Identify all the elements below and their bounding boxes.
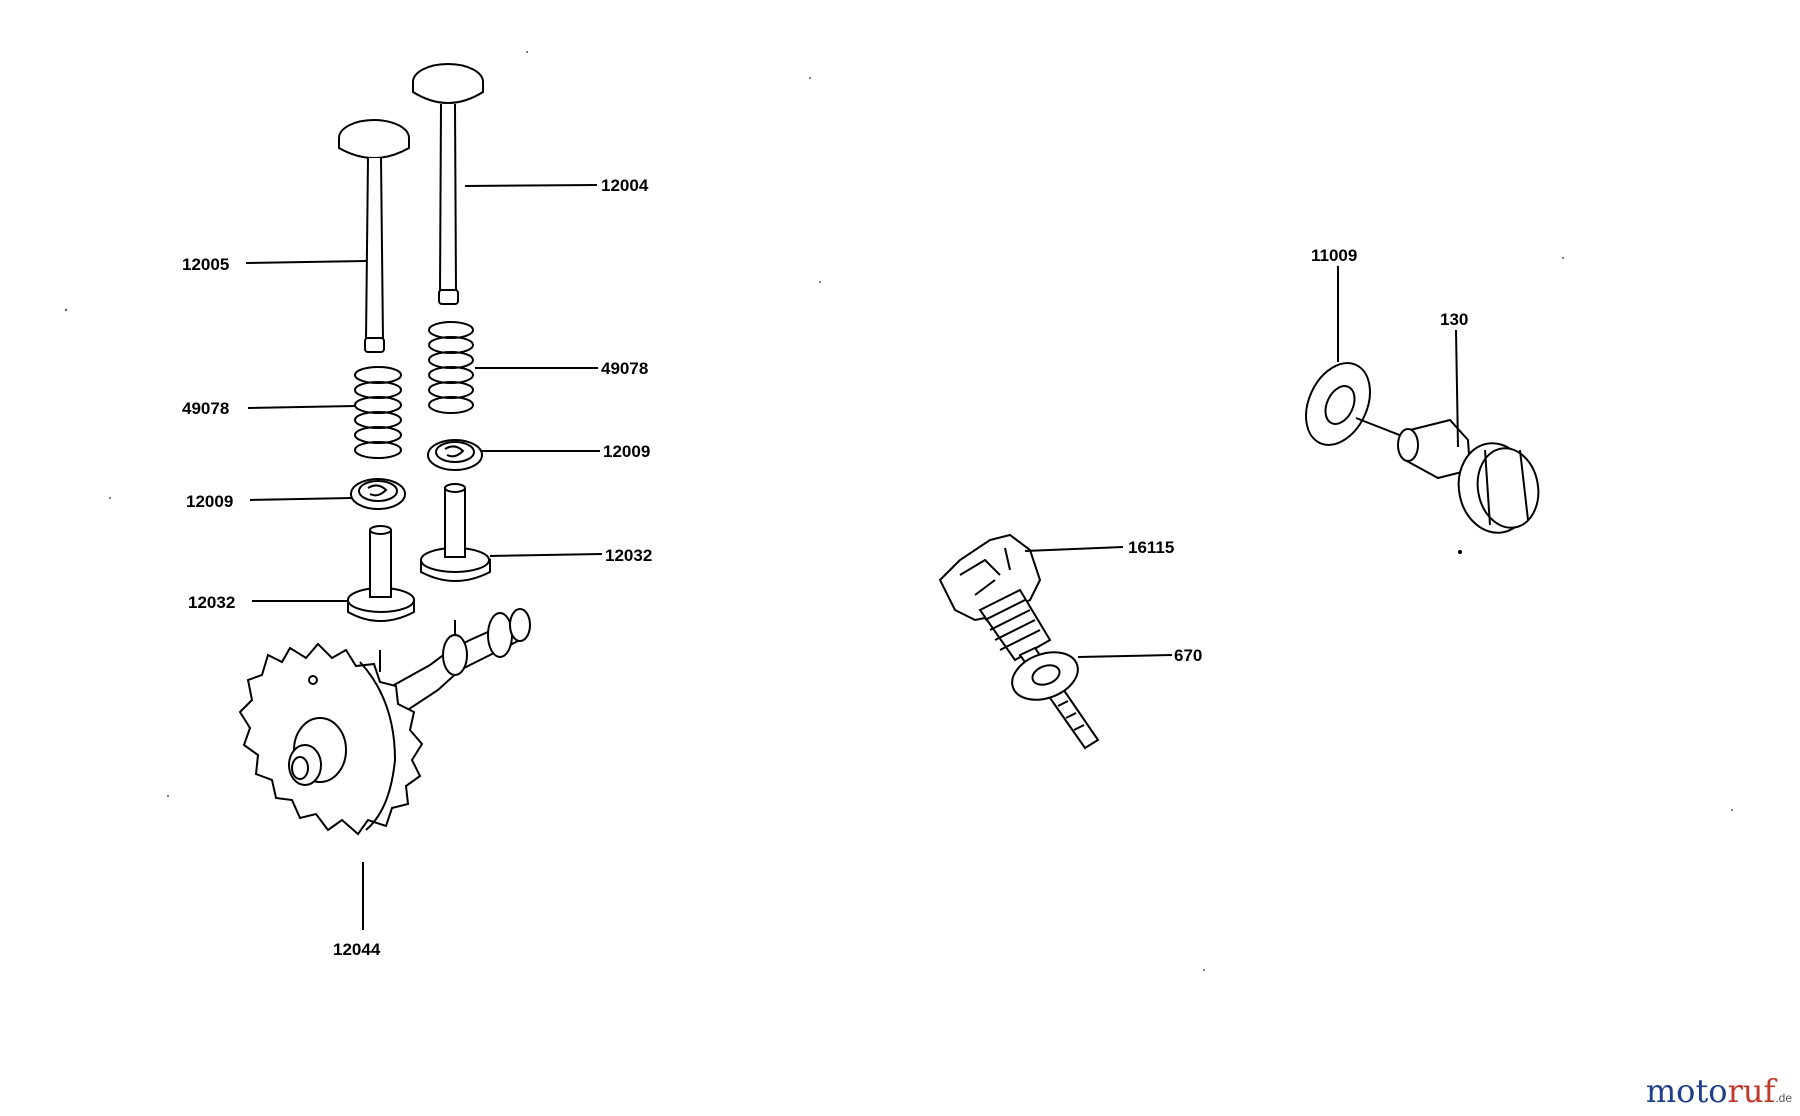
label-49078-left: 49078	[182, 399, 229, 418]
label-670: 670	[1174, 646, 1202, 665]
spring-retainer-right[interactable]	[427, 439, 483, 471]
camshaft-gear[interactable]	[238, 608, 531, 836]
intake-valve[interactable]	[338, 119, 410, 353]
exhaust-valve[interactable]	[412, 63, 484, 305]
washer[interactable]	[1294, 353, 1403, 455]
label-49078-right: 49078	[601, 359, 648, 378]
label-130: 130	[1440, 310, 1468, 329]
label-16115: 16115	[1128, 538, 1174, 557]
dipstick[interactable]	[938, 533, 1100, 750]
label-12032-right: 12032	[605, 546, 652, 565]
label-12004: 12004	[601, 176, 649, 195]
label-12009-right: 12009	[603, 442, 650, 461]
flange-bolt[interactable]	[1397, 418, 1544, 554]
o-ring[interactable]	[1006, 644, 1085, 709]
label-12044: 12044	[333, 940, 381, 959]
scan-specks	[64, 51, 1733, 971]
tappet-left[interactable]	[347, 525, 415, 622]
label-12032-left: 12032	[188, 593, 235, 612]
leader-lines	[245, 184, 1459, 930]
valve-spring-left[interactable]	[354, 366, 402, 459]
tappet-right[interactable]	[420, 483, 491, 582]
brand-logo: motoruf.de	[1645, 1072, 1792, 1110]
spring-retainer-left[interactable]	[350, 478, 406, 510]
label-12005: 12005	[182, 255, 229, 274]
label-11009: 11009	[1311, 246, 1357, 265]
valve-spring-right[interactable]	[428, 321, 474, 414]
label-12009-left: 12009	[186, 492, 233, 511]
